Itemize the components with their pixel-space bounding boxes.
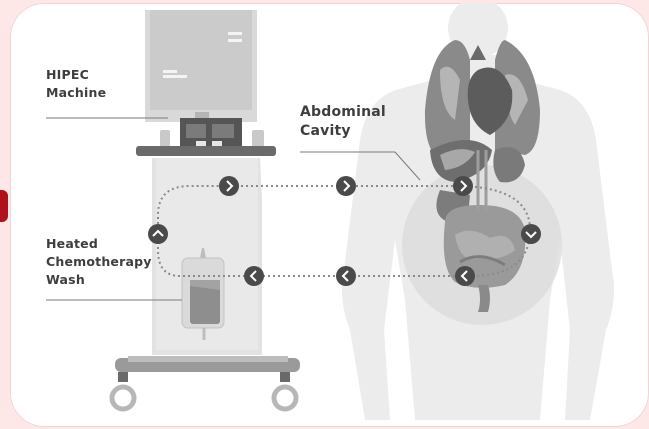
abdominal-label-line2: Cavity bbox=[300, 122, 386, 141]
side-tab-marker bbox=[0, 190, 8, 222]
chevron-left-icon bbox=[244, 266, 264, 286]
chevron-left-icon bbox=[455, 266, 475, 286]
chevron-right-icon bbox=[219, 176, 239, 196]
chemotherapy-bag bbox=[182, 248, 224, 340]
hipec-label-line2: Machine bbox=[46, 84, 106, 102]
heated-chemotherapy-wash-label: Heated Chemotherapy Wash bbox=[46, 235, 152, 289]
hipec-machine bbox=[112, 10, 300, 409]
chevron-down-icon bbox=[521, 224, 541, 244]
abdominal-label-line1: Abdominal bbox=[300, 103, 386, 122]
wheel-right bbox=[274, 372, 296, 409]
hipec-label-line1: HIPEC bbox=[46, 66, 106, 84]
chevron-left-icon bbox=[336, 266, 356, 286]
wash-label-line2: Chemotherapy bbox=[46, 253, 152, 271]
chevron-right-icon bbox=[453, 176, 473, 196]
diagram-card: HIPEC Machine Abdominal Cavity Heated Ch… bbox=[10, 3, 649, 427]
hipec-machine-label: HIPEC Machine bbox=[46, 66, 106, 102]
shelf bbox=[136, 146, 276, 156]
wash-label-line3: Wash bbox=[46, 271, 152, 289]
chevron-right-icon bbox=[336, 176, 356, 196]
wash-label-line1: Heated bbox=[46, 235, 152, 253]
wheel-left bbox=[112, 372, 134, 409]
abdominal-cavity-label: Abdominal Cavity bbox=[300, 103, 386, 141]
